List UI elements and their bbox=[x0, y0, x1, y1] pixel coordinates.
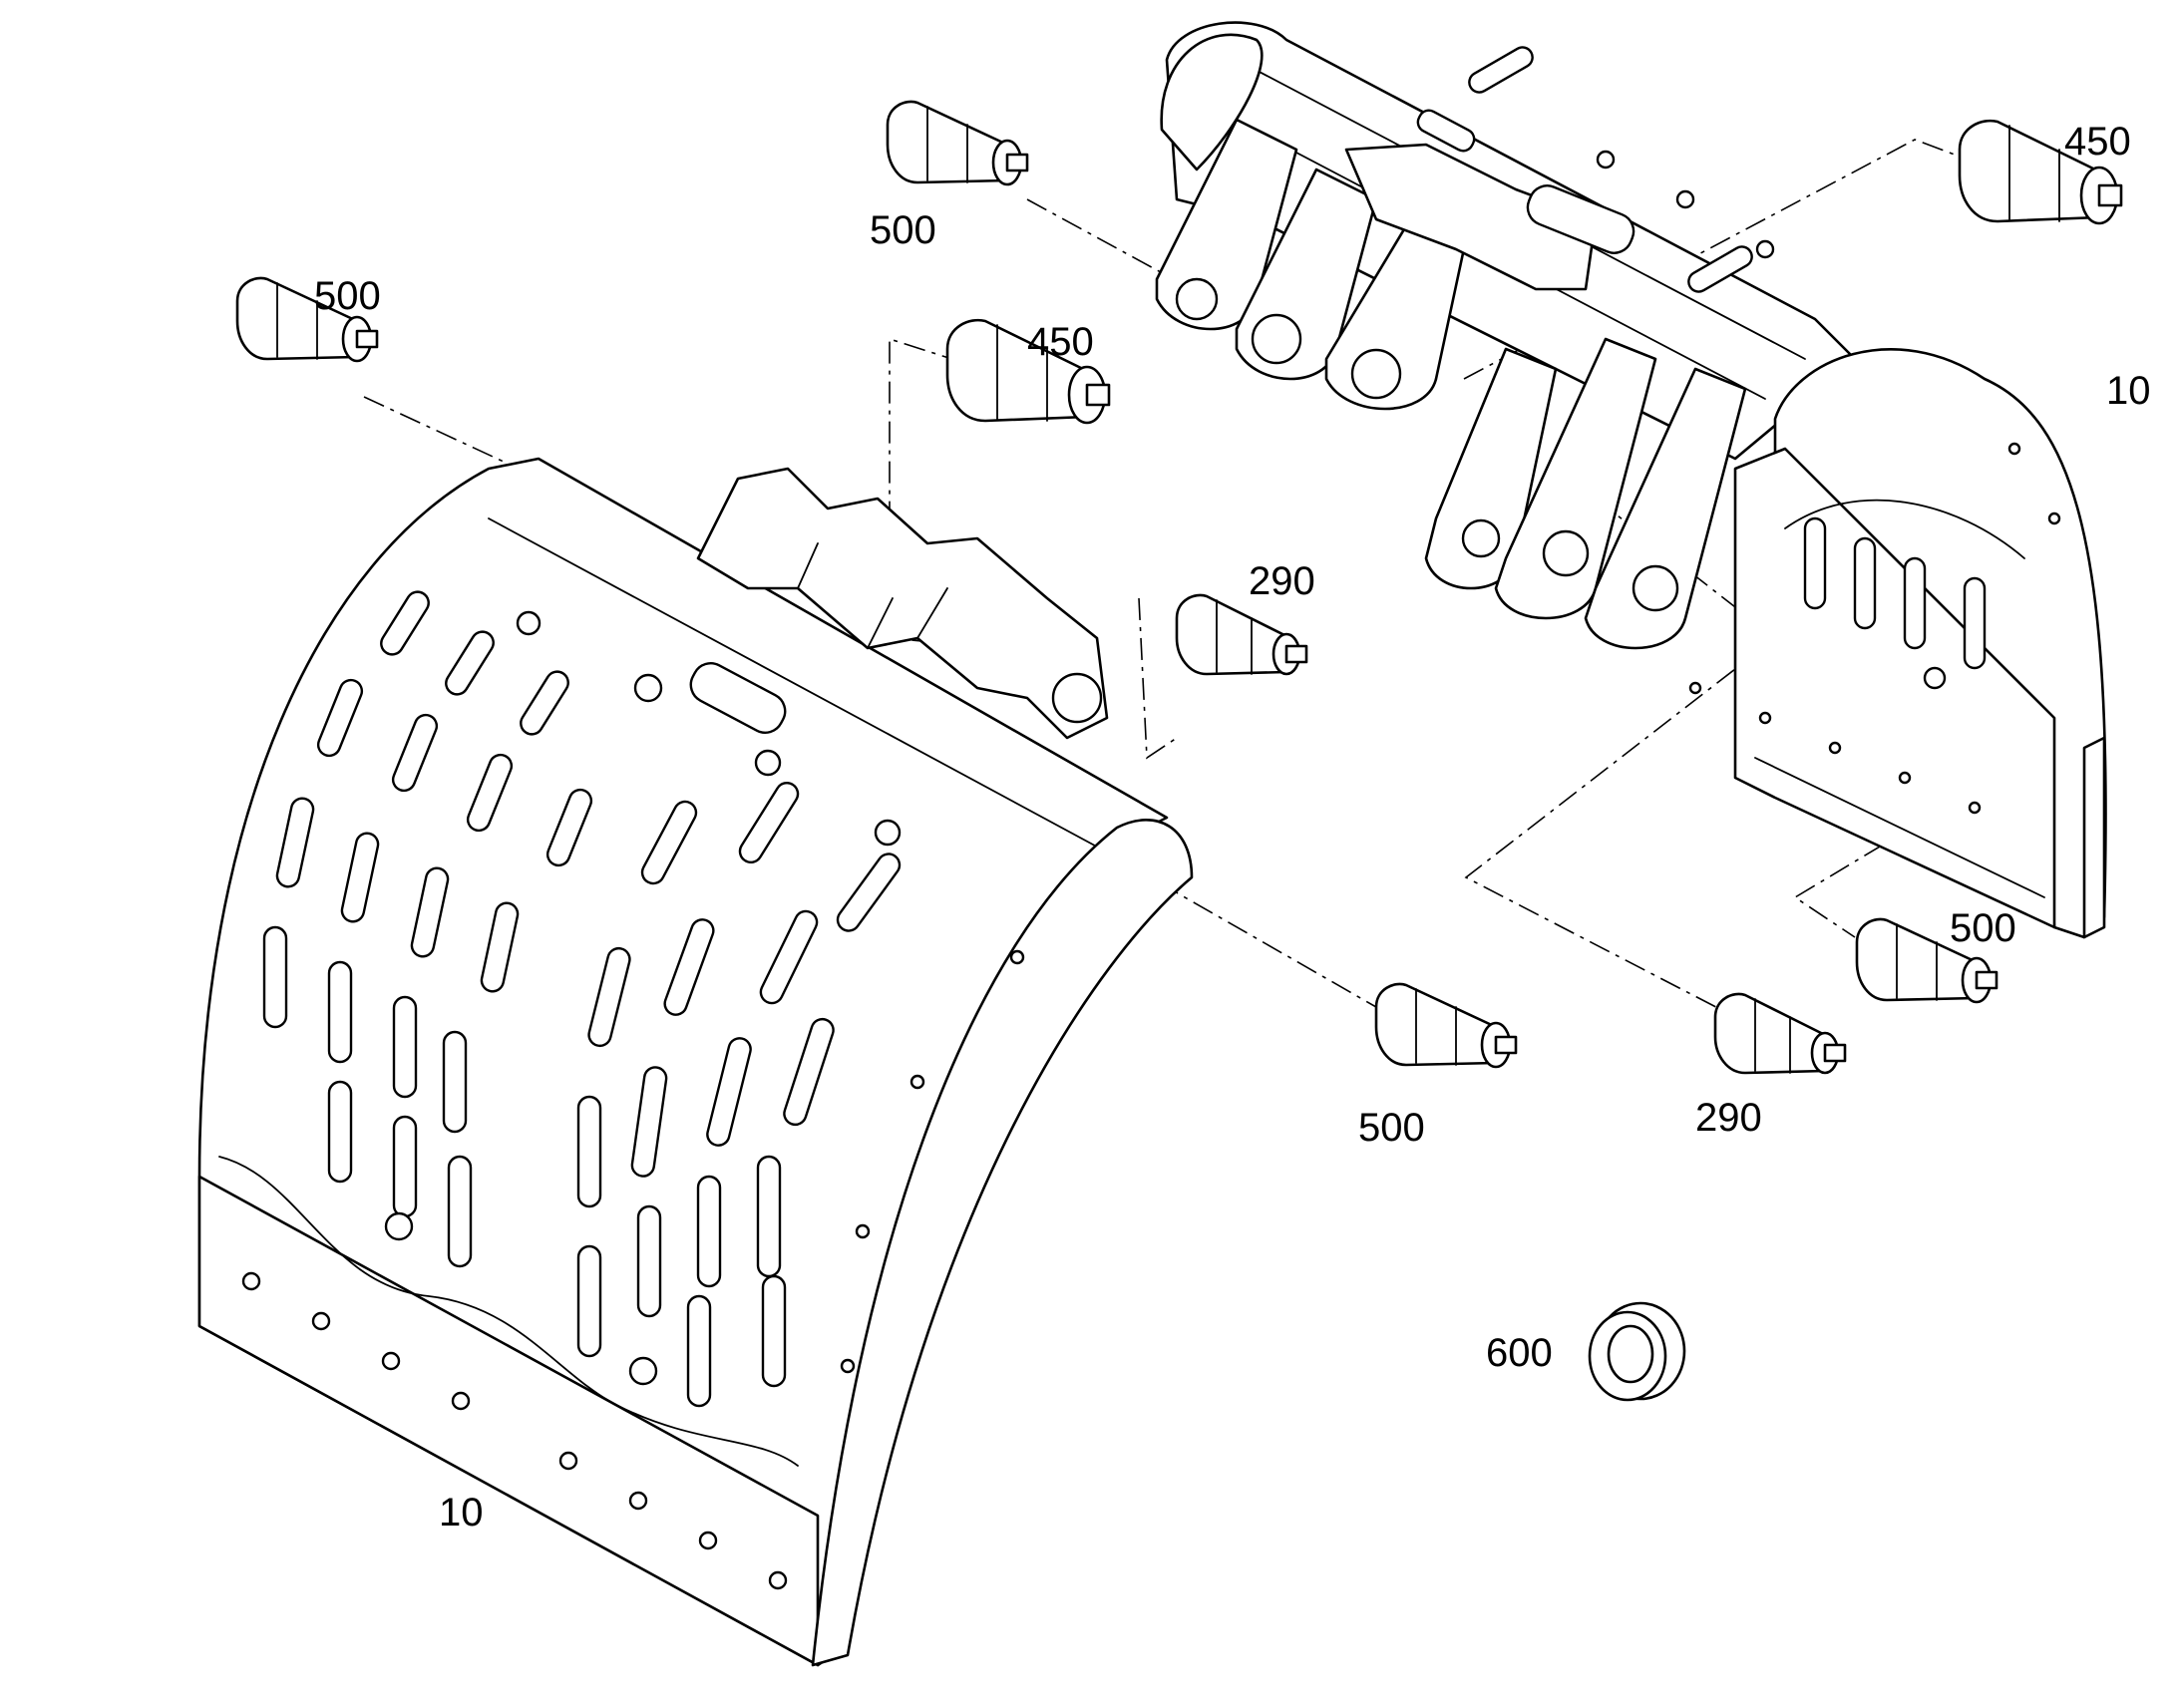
callout-pin-290-a: 290 bbox=[1249, 559, 1315, 603]
pin-450-b bbox=[1958, 119, 2123, 225]
callout-pin-450-b: 450 bbox=[2064, 120, 2131, 164]
grapple-shell-upper bbox=[1155, 21, 2107, 939]
pin-290-b bbox=[1713, 992, 1847, 1075]
pin-500-b bbox=[886, 100, 1029, 186]
shell-bottom-holes bbox=[241, 949, 1025, 1590]
pin-450-a bbox=[945, 318, 1111, 425]
callout-labels: 10 10 500 500 500 500 450 450 290 290 60… bbox=[314, 120, 2151, 1535]
callout-pin-500-c: 500 bbox=[1358, 1106, 1425, 1150]
callout-part-10-lower: 10 bbox=[439, 1491, 484, 1535]
callout-part-10-upper: 10 bbox=[2106, 369, 2151, 413]
callout-pin-500-d: 500 bbox=[1950, 906, 2016, 950]
shell-slots bbox=[262, 590, 902, 1408]
callout-pin-290-b: 290 bbox=[1695, 1096, 1762, 1140]
pin-500-d bbox=[1855, 917, 1998, 1004]
callout-bushing-600: 600 bbox=[1486, 1331, 1553, 1375]
grapple-shell-lower bbox=[197, 457, 1194, 1667]
pin-500-a bbox=[235, 276, 379, 363]
pin-290-a bbox=[1175, 593, 1308, 676]
bushing-600 bbox=[1588, 1301, 1686, 1402]
callout-pin-500-b: 500 bbox=[870, 208, 936, 252]
callout-pin-450-a: 450 bbox=[1027, 320, 1094, 364]
pin-500-c bbox=[1374, 982, 1518, 1069]
callout-pin-500-a: 500 bbox=[314, 274, 381, 318]
